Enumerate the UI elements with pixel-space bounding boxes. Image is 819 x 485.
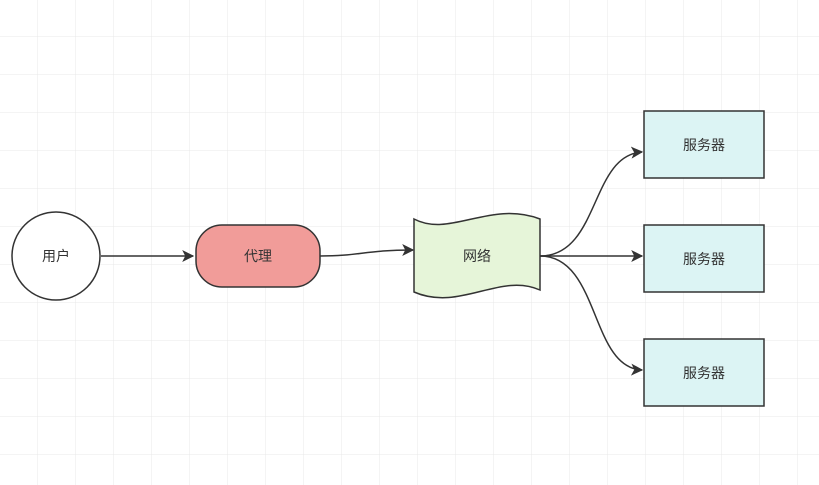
proxy-shape [195, 224, 321, 288]
node-server-1[interactable]: 服务器 [643, 110, 765, 179]
node-proxy[interactable]: 代理 [195, 224, 321, 288]
node-user[interactable]: 用户 [11, 211, 101, 301]
server-3-shape [643, 338, 765, 407]
node-server-3[interactable]: 服务器 [643, 338, 765, 407]
user-shape [11, 211, 101, 301]
node-server-2[interactable]: 服务器 [643, 224, 765, 293]
user-label: 用户 [42, 248, 70, 264]
node-network[interactable]: 网络 [413, 212, 541, 299]
edge-network-server-3[interactable] [539, 255, 644, 376]
server-1-label: 服务器 [683, 137, 725, 153]
server-1-shape [643, 110, 765, 179]
server-2-label: 服务器 [683, 251, 725, 267]
proxy-label: 代理 [244, 248, 272, 264]
network-label: 网络 [463, 248, 491, 264]
server-3-label: 服务器 [683, 365, 725, 381]
server-2-shape [643, 224, 765, 293]
network-shape [413, 212, 541, 299]
edges [101, 146, 644, 376]
edge-proxy-network[interactable] [319, 244, 415, 257]
edge-network-server-1[interactable] [539, 146, 644, 257]
